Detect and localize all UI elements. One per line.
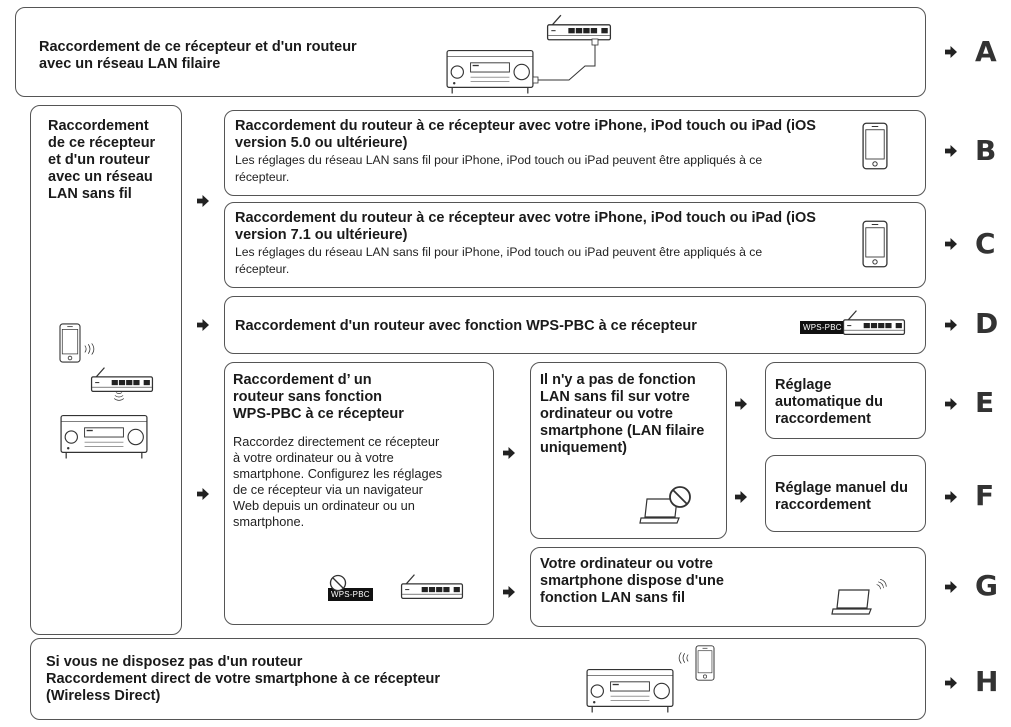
arrow-right-icon: [944, 45, 958, 59]
arrow-right-icon: [196, 194, 210, 208]
has-wireless-lan-box: Votre ordinateur ou votre smartphone dis…: [530, 547, 926, 627]
wireless-direct-box: Si vous ne disposez pas d'un routeur Rac…: [30, 638, 926, 720]
smartphone-icon: [862, 122, 888, 170]
wireless-lan-title: Raccordement de ce récepteur et d'un rou…: [48, 118, 156, 202]
arrow-right-icon: [944, 490, 958, 504]
wireless-direct-line2: Raccordement direct de votre smartphone …: [46, 671, 441, 687]
manual-setup-box: Réglage manuel du raccordement: [765, 455, 926, 532]
wifi-waves-icon: [113, 391, 125, 403]
arrow-right-icon: [944, 318, 958, 332]
manual-setup-title: Réglage manuel du raccordement: [775, 480, 908, 513]
arrow-right-icon: [502, 585, 516, 599]
arrow-right-icon: [734, 490, 748, 504]
arrow-right-icon: [944, 144, 958, 158]
smartphone-icon: [695, 645, 715, 681]
no-symbol-icon: [329, 574, 347, 592]
smartphone-icon: [862, 220, 888, 268]
iphone-ios7-title: Raccordement du routeur à ce récepteur a…: [235, 210, 816, 243]
wifi-waves-icon: [676, 652, 690, 664]
wired-lan-title: Raccordement de ce récepteur et d'un rou…: [39, 39, 357, 72]
router-icon: [90, 366, 154, 394]
result-letter-b: B: [975, 134, 997, 167]
wired-lan-box: Raccordement de ce récepteur et d'un rou…: [15, 7, 926, 97]
arrow-right-icon: [196, 487, 210, 501]
result-letter-e: E: [975, 386, 995, 419]
result-letter-c: C: [975, 227, 996, 260]
no-wireless-lan-title: Il n'y a pas de fonction LAN sans fil su…: [540, 372, 705, 456]
auto-setup-title: Réglage automatique du raccordement: [775, 377, 883, 427]
result-letter-f: F: [975, 479, 995, 512]
result-letter-h: H: [975, 665, 999, 698]
wireless-direct-line3: (Wireless Direct): [46, 688, 161, 704]
receiver-icon: [58, 411, 150, 461]
arrow-right-icon: [944, 580, 958, 594]
iphone-ios7-box: Raccordement du routeur à ce récepteur a…: [224, 202, 926, 288]
no-symbol-icon: [668, 485, 692, 509]
iphone-ios5-title: Raccordement du routeur à ce récepteur a…: [235, 118, 816, 151]
laptop-icon: [831, 588, 875, 616]
wps-pbc-box: Raccordement d'un routeur avec fonction …: [224, 296, 926, 354]
router-icon: [400, 573, 464, 601]
arrow-right-icon: [734, 397, 748, 411]
arrow-right-icon: [502, 446, 516, 460]
lan-cable: [532, 38, 599, 84]
auto-setup-box: Réglage automatique du raccordement: [765, 362, 926, 439]
arrow-right-icon: [944, 237, 958, 251]
wireless-direct-line1: Si vous ne disposez pas d'un routeur: [46, 654, 303, 670]
result-letter-d: D: [975, 307, 999, 340]
iphone-ios7-desc: Les réglages du réseau LAN sans fil pour…: [235, 245, 763, 276]
wps-pbc-title: Raccordement d'un routeur avec fonction …: [235, 318, 697, 334]
smartphone-icon: [59, 323, 81, 363]
wps-pbc-tag: WPS-PBC: [800, 321, 845, 334]
has-wireless-lan-title: Votre ordinateur ou votre smartphone dis…: [540, 556, 724, 606]
wps-pbc-tag: WPS-PBC: [328, 588, 373, 601]
wifi-waves-icon: [83, 343, 97, 355]
arrow-right-icon: [944, 676, 958, 690]
arrow-right-icon: [196, 318, 210, 332]
arrow-right-icon: [944, 397, 958, 411]
no-wps-box: Raccordement d’ un routeur sans fonction…: [224, 362, 494, 625]
result-letter-g: G: [975, 569, 998, 602]
router-icon: [842, 309, 906, 337]
wireless-lan-box: Raccordement de ce récepteur et d'un rou…: [30, 105, 182, 635]
receiver-icon: [444, 46, 536, 96]
iphone-ios5-desc: Les réglages du réseau LAN sans fil pour…: [235, 153, 763, 184]
no-wps-desc: Raccordez directement ce récepteur à vot…: [233, 434, 443, 529]
no-wireless-lan-box: Il n'y a pas de fonction LAN sans fil su…: [530, 362, 727, 539]
no-wps-title: Raccordement d’ un routeur sans fonction…: [233, 372, 404, 422]
wifi-waves-icon: [874, 576, 891, 593]
result-letter-a: A: [975, 35, 997, 68]
receiver-icon: [584, 665, 676, 715]
iphone-ios5-box: Raccordement du routeur à ce récepteur a…: [224, 110, 926, 196]
